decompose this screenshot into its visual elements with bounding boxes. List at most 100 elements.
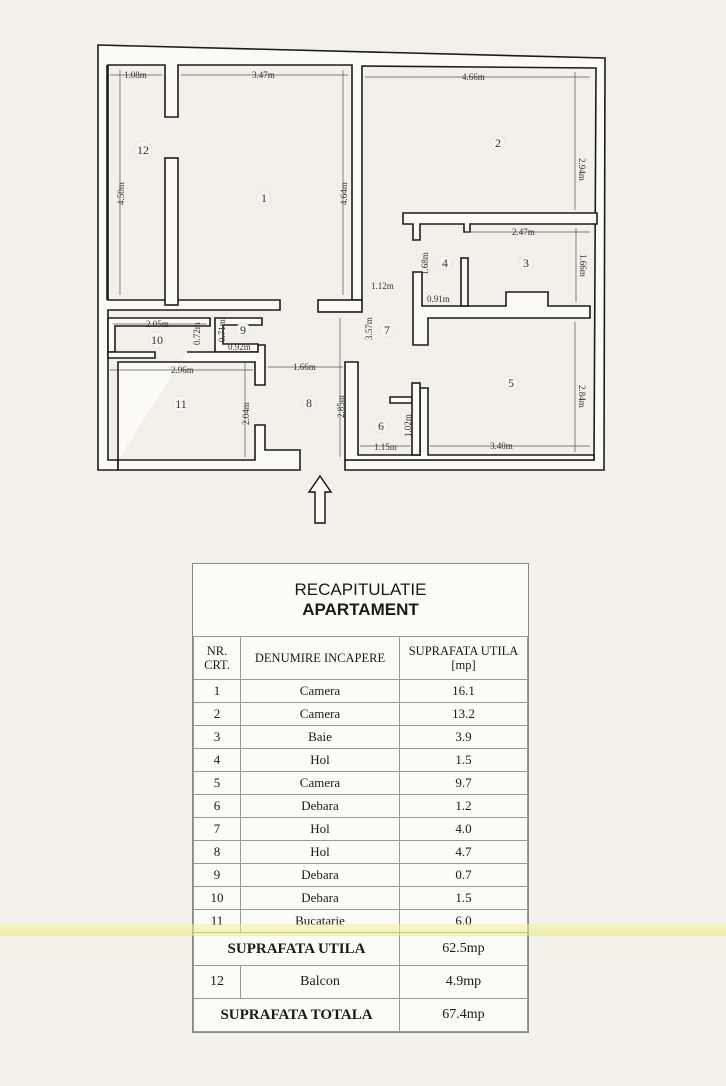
dim-label: 2.04m (241, 402, 251, 425)
summary-table: RECAPITULATIE APARTAMENT NR. CRT. DENUMI… (192, 563, 529, 1033)
dim-label: 3.57m (364, 317, 374, 340)
room-number: 5 (508, 376, 514, 390)
dim-label: 2.94m (577, 158, 587, 181)
cell-name: Hol (240, 840, 400, 864)
cell-area: 4.7 (399, 840, 528, 864)
cell-name: Debara (240, 794, 400, 818)
table-title: RECAPITULATIE APARTAMENT (193, 564, 528, 636)
room-number: 9 (240, 323, 246, 337)
cell-area: 0.7 (399, 863, 528, 887)
floor-plan: 1.08m 3.47m 4.66m 2.47m 1.12m 0.91m 2.05… (97, 44, 606, 524)
useful-label: SUPRAFATA UTILA (193, 932, 400, 966)
dim-label: 4.66m (462, 72, 485, 82)
dim-label: 3.47m (252, 70, 275, 80)
cell-name: Hol (240, 817, 400, 841)
cell-nr: 7 (193, 817, 241, 841)
cell-area: 9.7 (399, 771, 528, 795)
arrow-up-icon (307, 474, 333, 524)
dimension-lines (110, 70, 590, 457)
header-area: SUPRAFATA UTILA [mp] (399, 636, 528, 680)
room-number: 7 (384, 323, 390, 337)
dim-label: 2.85m (336, 395, 346, 418)
dim-label: 2.96m (171, 365, 194, 375)
dim-label: 1.68m (420, 252, 430, 275)
cell-nr: 3 (193, 725, 241, 749)
dim-label: 1.12m (371, 281, 394, 291)
room-number: 4 (442, 256, 448, 270)
header-name: DENUMIRE INCAPERE (240, 636, 400, 680)
dim-label: 1.66m (293, 362, 316, 372)
cell-nr: 5 (193, 771, 241, 795)
room-number: 10 (151, 333, 163, 347)
header-nr: NR. CRT. (193, 636, 241, 680)
dim-label: 1.08m (124, 70, 147, 80)
cell-area: 3.9 (399, 725, 528, 749)
total-label: SUPRAFATA TOTALA (193, 998, 400, 1032)
header-row: NR. CRT. DENUMIRE INCAPERE SUPRAFATA UTI… (193, 636, 528, 680)
cell-name: Balcon (240, 965, 400, 999)
room-number: 3 (523, 256, 529, 270)
balcony-row: 12 Balcon 4.9mp (193, 965, 528, 999)
room-number: 2 (495, 136, 501, 150)
title-line-1: RECAPITULATIE (294, 580, 427, 599)
dimension-labels: 1.08m 3.47m 4.66m 2.47m 1.12m 0.91m 2.05… (116, 70, 588, 452)
dim-label: 3.40m (490, 441, 513, 451)
dim-label: 0.91m (427, 294, 450, 304)
cell-name: Camera (240, 702, 400, 726)
cell-area: 1.2 (399, 794, 528, 818)
room-number: 1 (261, 191, 267, 205)
room-number: 12 (137, 143, 149, 157)
cell-name: Debara (240, 863, 400, 887)
title-line-2: APARTAMENT (302, 600, 419, 619)
cell-name: Debara (240, 886, 400, 910)
total-value: 67.4mp (399, 998, 528, 1032)
dim-label: 1.66m (578, 254, 588, 277)
cell-name: Hol (240, 748, 400, 772)
total-area-row: SUPRAFATA TOTALA 67.4mp (193, 998, 528, 1032)
cell-nr: 6 (193, 794, 241, 818)
cell-area: 4.9mp (399, 965, 528, 999)
dim-label: 0.92m (228, 342, 251, 352)
dim-label: 1.15m (374, 442, 397, 452)
cell-area: 4.0 (399, 817, 528, 841)
walls (97, 44, 606, 471)
useful-area-row: SUPRAFATA UTILA 62.5mp (193, 932, 528, 966)
dim-label: 1.02m (403, 414, 413, 437)
cell-area: 1.5 (399, 886, 528, 910)
cell-nr: 10 (193, 886, 241, 910)
useful-value: 62.5mp (399, 932, 528, 966)
cell-nr: 12 (193, 965, 241, 999)
cell-area: 13.2 (399, 702, 528, 726)
cell-nr: 2 (193, 702, 241, 726)
cell-nr: 9 (193, 863, 241, 887)
dim-label: 2.84m (577, 385, 587, 408)
cell-name: Baie (240, 725, 400, 749)
room-number: 8 (306, 396, 312, 410)
cell-name: Camera (240, 771, 400, 795)
cell-name: Camera (240, 679, 400, 703)
room-numbers: 1 2 3 4 5 6 7 8 9 10 11 12 (133, 135, 534, 434)
dim-label: 2.05m (146, 319, 169, 329)
dim-label: 0.72m (192, 322, 202, 345)
room-number: 6 (378, 419, 384, 433)
dim-label: 0.71m (217, 319, 227, 342)
cell-area: 1.5 (399, 748, 528, 772)
cell-nr: 1 (193, 679, 241, 703)
dim-label: 2.47m (512, 227, 535, 237)
dim-label: 4.64m (339, 182, 349, 205)
cell-area: 16.1 (399, 679, 528, 703)
room-number: 11 (175, 397, 187, 411)
cell-nr: 8 (193, 840, 241, 864)
dim-label: 4.50m (116, 182, 126, 205)
cell-nr: 4 (193, 748, 241, 772)
